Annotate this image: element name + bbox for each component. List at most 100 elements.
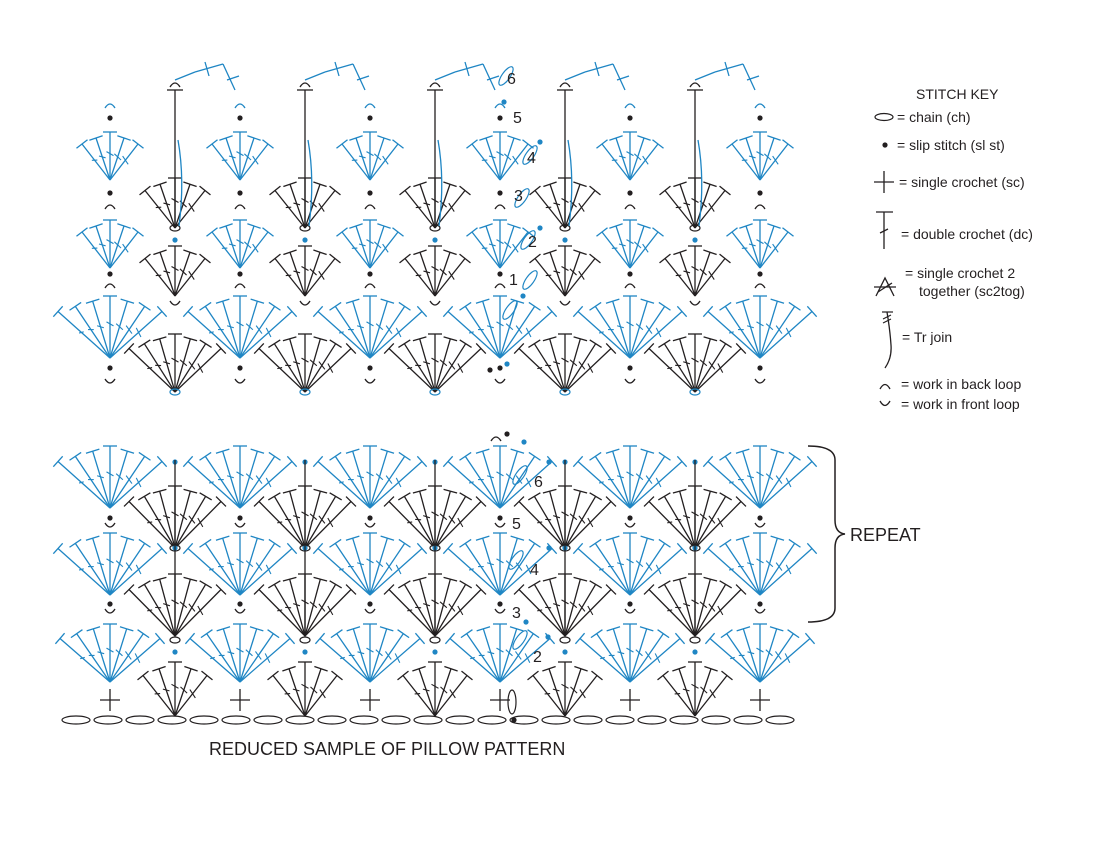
double-crochet-icon	[876, 211, 893, 249]
slip-stitch-mark	[497, 115, 503, 121]
front-loop-mark	[104, 608, 116, 614]
chain-top	[564, 61, 630, 91]
stitch-fan	[527, 661, 603, 717]
back-loop-mark	[754, 103, 766, 109]
chain-stitch-mark	[541, 715, 571, 725]
slip-stitch-mark	[172, 649, 178, 655]
join-mark	[689, 636, 701, 644]
stitch-fan	[442, 445, 558, 509]
chain-stitch-mark	[93, 715, 123, 725]
front-loop-mark	[754, 378, 766, 384]
stitch-fan	[704, 623, 816, 683]
stitch-fan	[123, 333, 227, 393]
slip-stitch-mark	[237, 271, 243, 277]
slip-stitch-mark	[497, 190, 503, 196]
tr-join-mark	[437, 139, 443, 227]
single-crochet-icon	[874, 171, 894, 193]
slip-stitch-mark	[504, 431, 510, 437]
front-loop-mark	[494, 522, 506, 528]
sc2tog-icon	[874, 276, 896, 297]
stitch-key-label: = work in front loop	[901, 396, 1020, 412]
back-loop-mark	[494, 204, 506, 210]
slip-stitch-mark	[627, 115, 633, 121]
front-loop-mark	[754, 522, 766, 528]
stitch-fan	[52, 532, 168, 596]
stitch-fan	[702, 532, 818, 596]
back-loop-mark	[624, 204, 636, 210]
stitch-fan	[336, 219, 404, 269]
stitch-fan	[513, 333, 617, 393]
back-loop-mark	[234, 204, 246, 210]
turning-chain-mark	[522, 270, 538, 290]
stitch-fan	[572, 445, 688, 509]
chain-stitch-mark	[573, 715, 603, 725]
slip-stitch-mark	[627, 515, 633, 521]
stitch-key-label: = double crochet (dc)	[901, 226, 1033, 242]
slip-stitch-mark	[521, 439, 527, 445]
stitch-fan	[267, 661, 343, 717]
join-mark	[559, 388, 571, 396]
chain-stitch-mark	[509, 715, 539, 725]
front-loop-mark	[559, 300, 571, 306]
slip-stitch-mark	[172, 237, 178, 243]
slip-stitch-mark	[523, 619, 529, 625]
slip-stitch-mark	[537, 139, 543, 145]
stitch-fan	[466, 131, 534, 181]
chain-stitch-mark	[253, 715, 283, 725]
chain-stitch-mark	[381, 715, 411, 725]
chain-stitch-mark	[349, 715, 379, 725]
back-loop-mark	[490, 436, 502, 442]
slip-stitch-mark	[692, 649, 698, 655]
chain-stitch-mark	[701, 715, 731, 725]
repeat-label: REPEAT	[850, 525, 921, 545]
chain-stitch-mark	[605, 715, 635, 725]
chain-stitch-mark	[637, 715, 667, 725]
stitch-fan	[123, 485, 227, 549]
back-loop-mark	[104, 103, 116, 109]
stitch-fan	[182, 532, 298, 596]
stitch-fan	[572, 532, 688, 596]
slip-stitch-mark	[302, 649, 308, 655]
slip-stitch-mark	[757, 271, 763, 277]
turning-chain-mark	[512, 465, 528, 485]
slip-stitch-mark	[546, 459, 552, 465]
single-crochet-mark	[230, 689, 250, 711]
tr-join-mark	[177, 139, 183, 227]
turning-chain-mark	[498, 66, 514, 86]
front-loop-mark	[689, 300, 701, 306]
stitch-fan	[139, 245, 211, 297]
bottom-row-number: 2	[533, 649, 542, 666]
slip-stitch-mark	[757, 601, 763, 607]
chain-stitch-mark	[157, 715, 187, 725]
slip-stitch-mark	[757, 190, 763, 196]
slip-stitch-mark	[497, 365, 503, 371]
back-loop-mark	[624, 283, 636, 289]
top-row-number: 6	[507, 71, 516, 88]
slip-stitch-mark	[107, 190, 113, 196]
join-mark	[169, 636, 181, 644]
slip-stitch-mark	[757, 365, 763, 371]
tr-join-mark	[567, 139, 573, 227]
front-loop-mark	[169, 300, 181, 306]
turning-chain-mark	[508, 550, 524, 570]
chain-stitch-mark	[221, 715, 251, 725]
back-loop-mark	[104, 283, 116, 289]
bottom-stitch-chart	[52, 431, 818, 725]
chain-top	[694, 61, 760, 91]
slip-stitch-mark	[757, 515, 763, 521]
stitch-fan	[314, 623, 426, 683]
back-loop-mark	[429, 82, 441, 88]
stitch-fan	[182, 445, 298, 509]
chain-stitch-mark	[733, 715, 763, 725]
slip-stitch-mark	[562, 649, 568, 655]
stitch-fan	[596, 219, 664, 269]
stitch-fan	[253, 485, 357, 549]
slip-stitch-mark	[237, 601, 243, 607]
chain-stitch-mark	[189, 715, 219, 725]
stitch-fan	[643, 333, 747, 393]
slip-stitch-mark	[107, 365, 113, 371]
chain-stitch-mark	[285, 715, 315, 725]
stitch-key-label: = single crochet 2	[905, 265, 1015, 281]
chain-top	[434, 61, 500, 91]
stitch-fan	[659, 245, 731, 297]
